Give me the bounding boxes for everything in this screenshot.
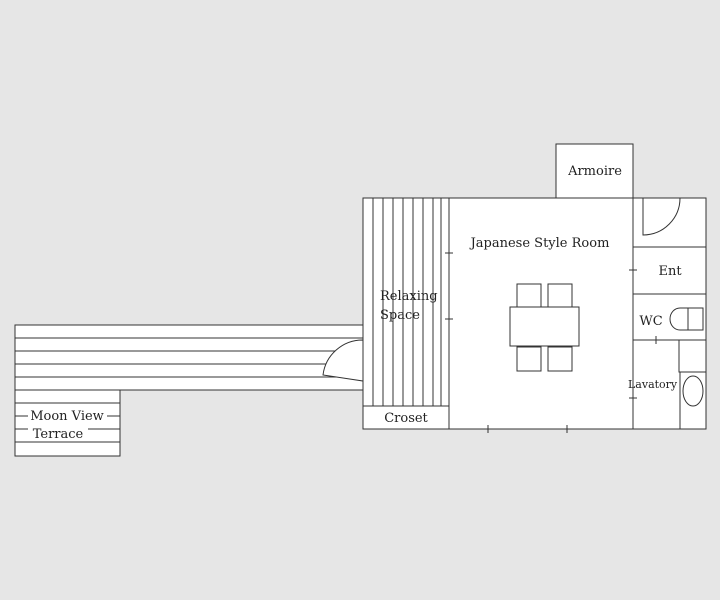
wc-label: WC: [639, 314, 662, 329]
terrace-label-line2: Terrace: [33, 427, 84, 442]
space-label: Space: [380, 308, 420, 323]
door-swing-icon[interactable]: [642, 197, 681, 236]
moon-view-terrace: [14, 324, 364, 457]
armoire-label: Armoire: [567, 164, 622, 179]
lavatory-label: Lavatory: [628, 378, 678, 391]
washbasin-icon: [682, 375, 704, 407]
toilet-icon: [669, 307, 704, 331]
relaxing-label: Relaxing: [380, 289, 438, 304]
closet-label: Croset: [384, 411, 428, 426]
relaxing-space-floor: [372, 198, 450, 429]
door-swing-icon[interactable]: [322, 339, 364, 382]
closet: [362, 405, 450, 430]
japanese-room-label: Japanese Style Room: [469, 236, 610, 251]
dining-table-icon: [509, 283, 580, 372]
terrace-label-line1: Moon View: [30, 409, 104, 424]
service-wing: [632, 198, 707, 429]
entrance-label: Ent: [658, 264, 682, 279]
